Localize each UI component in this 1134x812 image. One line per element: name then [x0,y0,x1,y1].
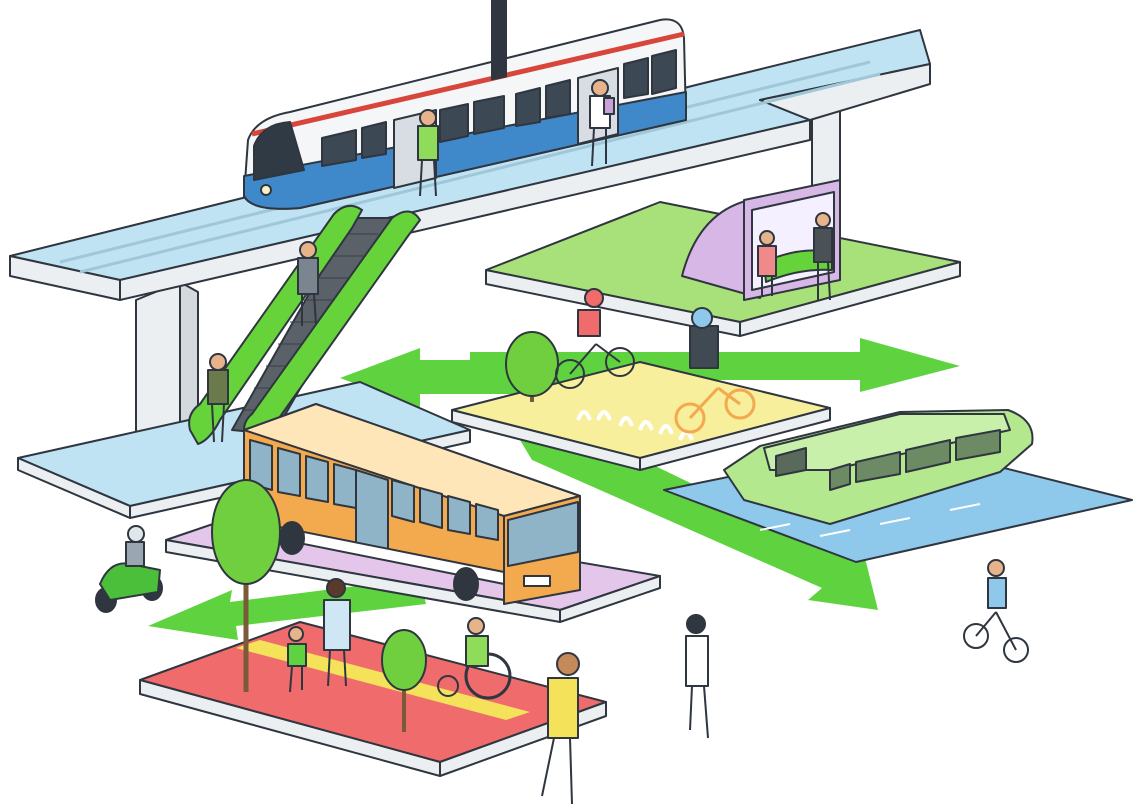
tree [381,629,427,691]
bike-plaza [451,331,831,471]
tree [211,479,281,585]
people [95,79,1029,805]
pedestrian [541,652,580,805]
flow-arrow-southwest [148,578,426,640]
cyclist [555,288,635,389]
tree [505,331,559,397]
train-windows [321,49,677,167]
bus-wheel [279,521,305,555]
parent-with-child [287,578,351,693]
motorcyclist [95,525,163,613]
cyclist [674,307,756,434]
passenger [589,79,615,167]
bus-wheel [453,567,479,601]
sidewalk-platform [139,479,607,777]
ferry-windows [829,429,1001,491]
ferry-pier [663,409,1133,563]
escalator-rider [297,241,319,326]
pedestrian [685,614,709,739]
bus [243,403,581,605]
wheelchair-user [437,617,512,700]
bus-windows [249,439,499,541]
tactile-guide-strip [236,640,530,720]
skytrain [243,0,687,210]
metro-entrance-platform [485,179,961,337]
flow-arrow-southeast [520,420,878,610]
passenger [417,109,439,197]
pedestrian [757,230,777,296]
pedestrian [813,212,833,301]
cyclist [963,559,1029,663]
escalator-rider [207,353,229,443]
